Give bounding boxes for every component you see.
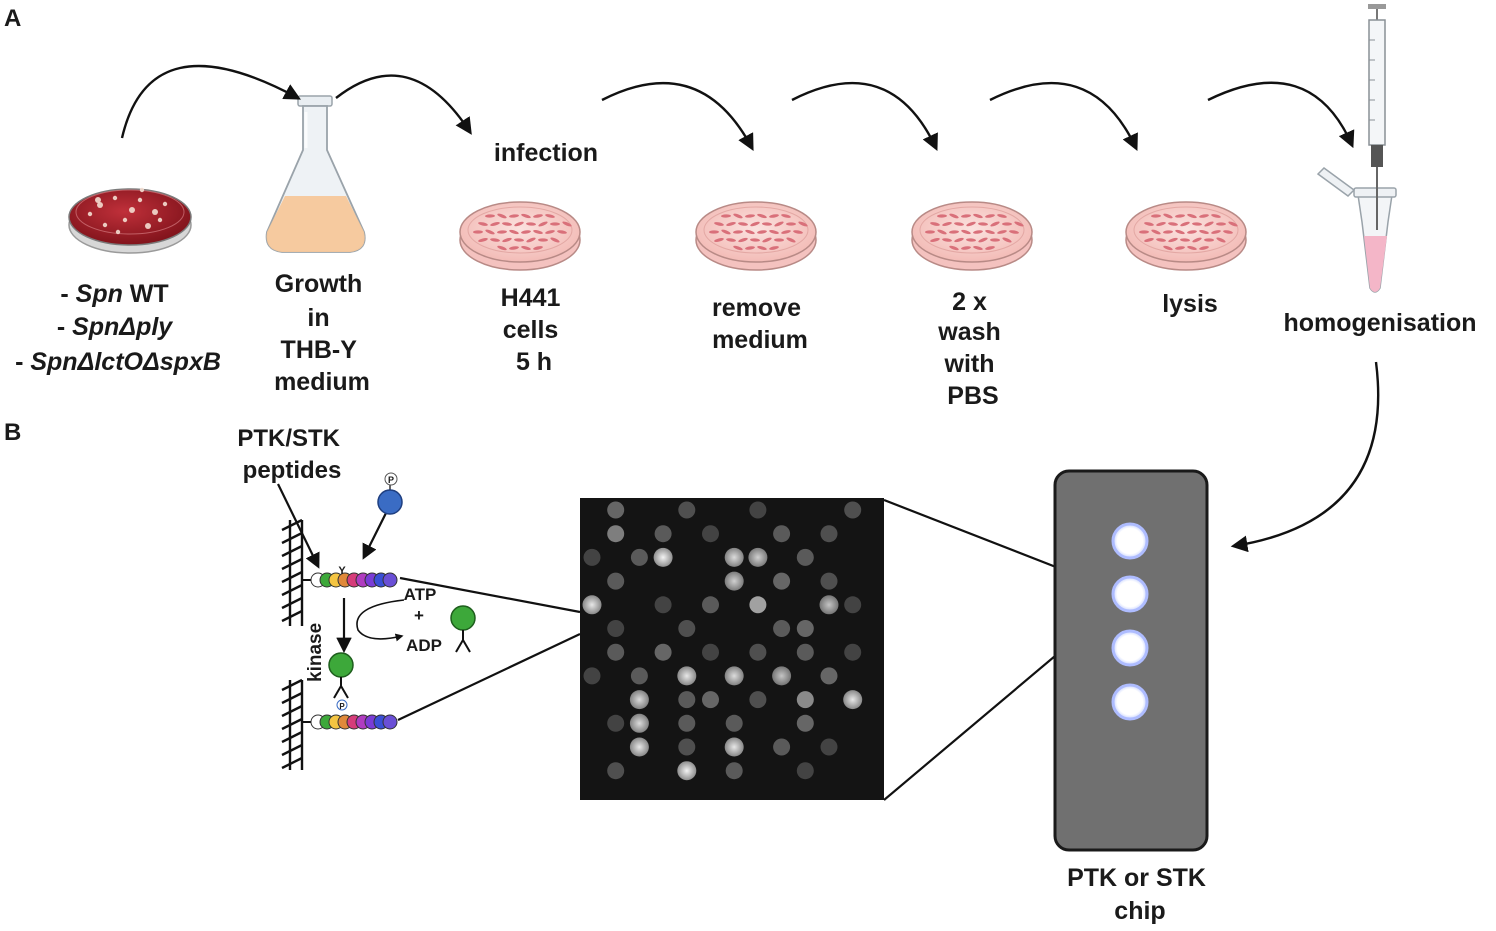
tyrosine-label: Y <box>338 565 346 577</box>
peptide-chain-bottom <box>302 714 398 730</box>
svg-text:P: P <box>339 702 345 711</box>
panel-label-a: A <box>4 5 21 32</box>
arrow-lysis-to-homogenisation <box>1207 81 1355 149</box>
arrow-infection-to-remove <box>601 81 754 151</box>
strain-list: - Spn WT - SpnΔply - SpnΔlctOΔspxB <box>15 280 221 376</box>
infection-label: H441 cells 5 h <box>501 284 568 376</box>
lysis-label: lysis <box>1162 290 1218 318</box>
cell-culture-dish-icon <box>459 201 581 271</box>
syringe-icon <box>1368 4 1386 230</box>
arrow-wash-to-lysis <box>989 81 1138 152</box>
cell-culture-dish-icon <box>911 201 1033 271</box>
svg-text:P: P <box>388 475 394 485</box>
kinase-chip-icon <box>1053 469 1209 852</box>
surface-ladders <box>281 518 304 770</box>
erlenmeyer-flask-icon <box>265 95 366 253</box>
free-kinase-icon <box>450 605 476 653</box>
arrow-remove-to-wash <box>791 81 938 152</box>
strain-2: - SpnΔply <box>57 313 173 341</box>
blood-agar-plate-icon <box>68 187 192 254</box>
chip-label: PTK or STK chip <box>1067 864 1213 925</box>
plus-label: + <box>414 606 424 625</box>
cell-culture-dish-icon <box>1125 201 1247 271</box>
remove-medium-label: remove medium <box>712 294 808 354</box>
microcentrifuge-tube-icon <box>1316 167 1397 293</box>
adp-label: ADP <box>406 636 442 655</box>
peptide-chain-top <box>302 572 398 588</box>
strain-1: - Spn WT <box>60 280 168 308</box>
kinase-label: kinase <box>305 623 326 682</box>
arrow-flask-to-infection <box>335 74 472 135</box>
arrow-peptides-pointer <box>277 483 320 569</box>
fluorescence-array-image <box>580 498 884 800</box>
atp-label: ATP <box>404 585 437 604</box>
arrow-phosphate-pointer <box>362 512 387 560</box>
growth-label: Growth in THB-Y medium <box>274 270 370 396</box>
cell-culture-dish-icon <box>695 201 817 271</box>
arrow-homogenisation-to-chip <box>1230 361 1380 553</box>
arrow-atp-adp <box>356 599 405 642</box>
phosphate-group-icon: P <box>377 472 403 515</box>
panel-label-b: B <box>4 419 21 446</box>
homogenisation-label: homogenisation <box>1283 309 1476 337</box>
infection-title: infection <box>494 139 598 167</box>
strain-3: - SpnΔlctOΔspxB <box>15 348 221 376</box>
wash-label: 2 x wash with PBS <box>937 288 1007 410</box>
peptides-label: PTK/STK peptides <box>237 425 346 484</box>
arrow-plate-to-flask <box>120 64 301 139</box>
bound-kinase-icon: P <box>328 652 354 711</box>
